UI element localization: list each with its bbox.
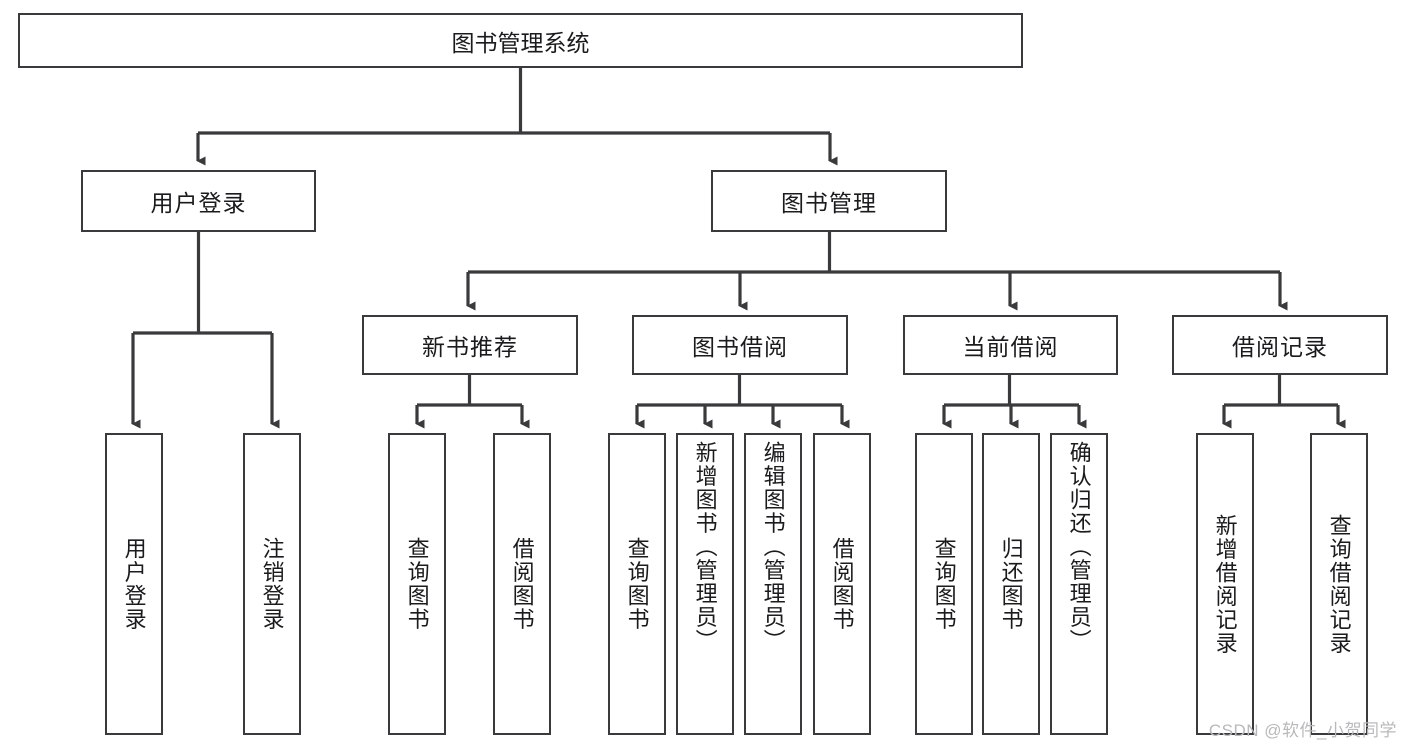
node-label: 用户登录 <box>150 190 247 216</box>
node-book-borrow[interactable]: 图书借阅 <box>632 315 848 375</box>
leaf-borrow-book[interactable]: 借阅图书 <box>813 433 871 735</box>
leaf-logout[interactable]: 注销登录 <box>243 433 301 735</box>
leaf-query-borrow-record[interactable]: 查询借阅记录 <box>1310 433 1368 735</box>
leaf-add-borrow-record[interactable]: 新增借阅记录 <box>1196 433 1254 735</box>
leaf-borrow-book-recommend[interactable]: 借阅图书 <box>493 433 551 735</box>
leaf-label: 查询图书 <box>404 537 430 631</box>
node-label: 当前借阅 <box>962 334 1059 360</box>
leaf-label: 编辑图书（管理员） <box>760 441 786 653</box>
leaf-label: 查询图书 <box>624 537 650 631</box>
leaf-label: 确认归还（管理员） <box>1066 441 1092 653</box>
leaf-label: 查询图书 <box>931 537 957 631</box>
leaf-label: 归还图书 <box>998 537 1024 631</box>
node-user-login[interactable]: 用户登录 <box>81 170 316 232</box>
leaf-query-book-borrow[interactable]: 查询图书 <box>608 433 666 735</box>
node-borrow-record[interactable]: 借阅记录 <box>1172 315 1388 375</box>
node-book-management[interactable]: 图书管理 <box>711 170 947 232</box>
leaf-user-login[interactable]: 用户登录 <box>105 433 163 735</box>
leaf-label: 注销登录 <box>259 537 285 631</box>
node-new-book-recommend[interactable]: 新书推荐 <box>362 315 578 375</box>
leaf-label: 借阅图书 <box>829 537 855 631</box>
leaf-return-book[interactable]: 归还图书 <box>982 433 1040 735</box>
leaf-label: 查询借阅记录 <box>1326 513 1352 655</box>
node-label: 借阅记录 <box>1232 334 1328 360</box>
node-label: 图书管理系统 <box>451 29 590 56</box>
leaf-query-book-recommend[interactable]: 查询图书 <box>388 433 446 735</box>
leaf-edit-book-admin[interactable]: 编辑图书（管理员） <box>744 433 802 735</box>
node-label: 图书借阅 <box>692 334 788 360</box>
leaf-label: 新增图书（管理员） <box>692 441 718 653</box>
node-label: 图书管理 <box>781 190 877 216</box>
leaf-label: 用户登录 <box>121 537 147 631</box>
leaf-query-book-current[interactable]: 查询图书 <box>915 433 973 735</box>
watermark-csdn: CSDN @软件_小贺同学 <box>1208 721 1397 740</box>
leaf-add-book-admin[interactable]: 新增图书（管理员） <box>676 433 734 735</box>
node-current-borrow[interactable]: 当前借阅 <box>903 315 1118 375</box>
leaf-label: 借阅图书 <box>509 537 535 631</box>
leaf-confirm-return-admin[interactable]: 确认归还（管理员） <box>1050 433 1108 735</box>
node-label: 新书推荐 <box>422 334 518 360</box>
leaf-label: 新增借阅记录 <box>1212 513 1238 655</box>
node-root-book-management-system[interactable]: 图书管理系统 <box>18 13 1023 68</box>
